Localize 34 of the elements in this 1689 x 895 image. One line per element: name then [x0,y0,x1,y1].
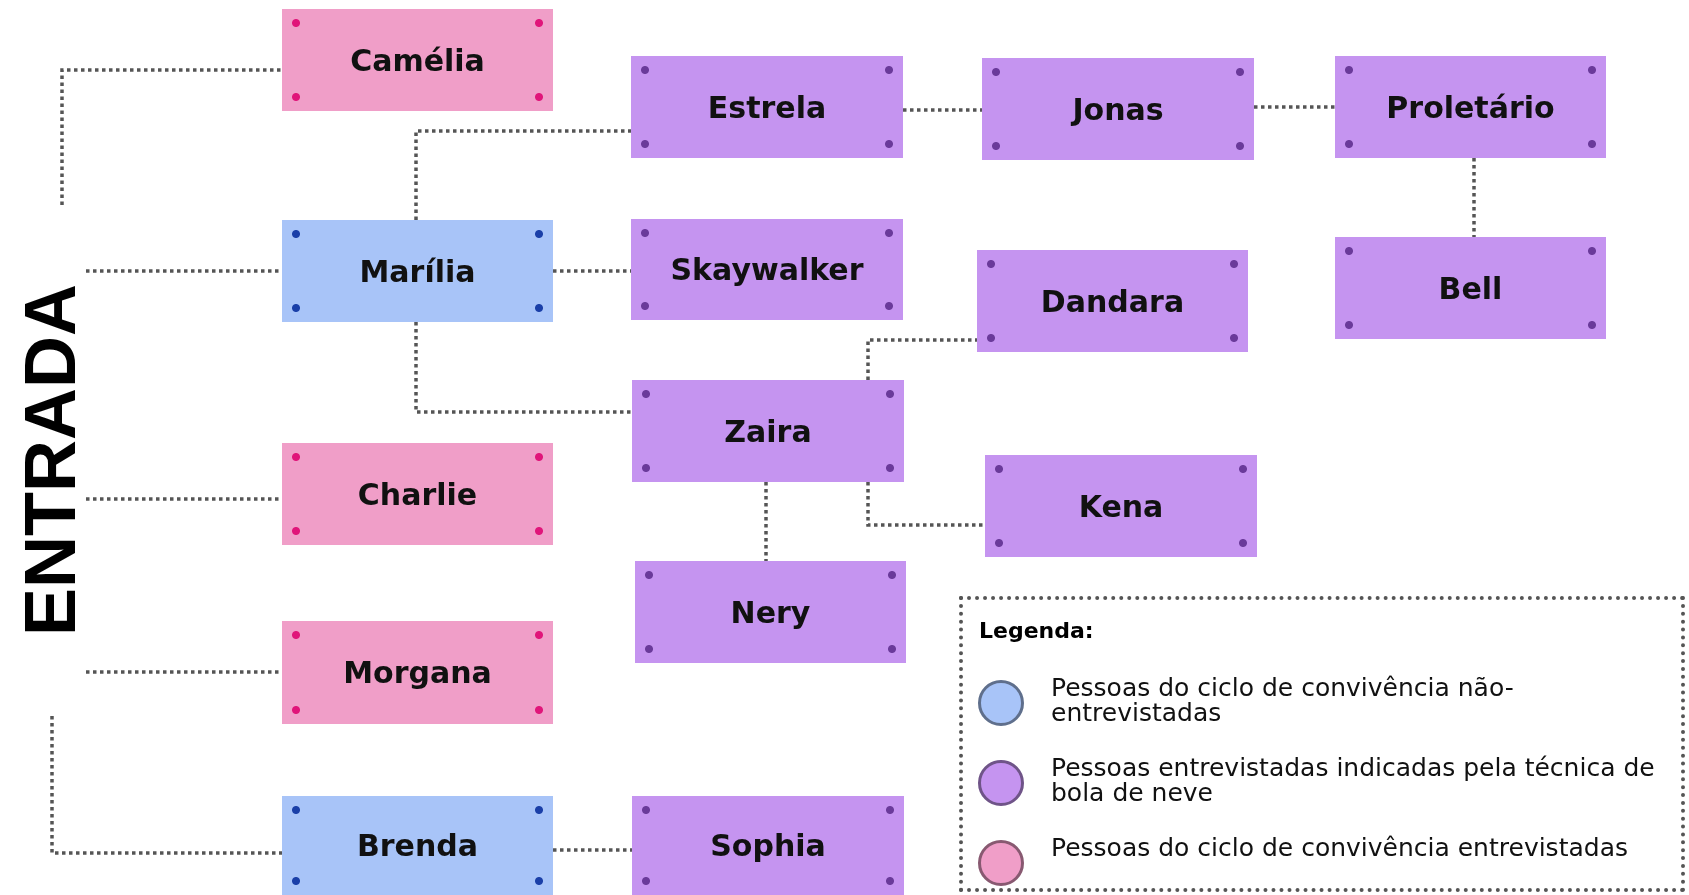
legend-title: Legenda: [979,618,1094,643]
connector-line [866,482,985,527]
person-box: Skaywalker [631,219,903,320]
person-box: Camélia [282,9,553,111]
entrada-title: ENTRADA [14,205,86,716]
connector-line [764,482,768,561]
person-box: Sophia [632,796,904,895]
person-box: Morgana [282,621,553,724]
connector-line [86,269,282,273]
person-box: Estrela [631,56,903,158]
connector-line [86,497,282,501]
person-box: Dandara [977,250,1248,352]
connector-line [1254,105,1335,109]
person-box: Kena [985,455,1257,557]
person-box: Brenda [282,796,553,895]
person-box: Marília [282,220,553,322]
person-box: Charlie [282,443,553,545]
legend-text: Pessoas do ciclo de convivência entrevistadas [1051,835,1629,860]
legend-text: Pessoas do ciclo de convivência não-entrevistadas [1051,675,1515,725]
connector-line [866,338,977,380]
connector-line [903,108,982,112]
person-box: Proletário [1335,56,1606,158]
connector-line [86,670,282,674]
connector-line [414,322,632,414]
connector-line [553,848,632,852]
person-box: Nery [635,561,906,663]
connector-line [414,129,631,220]
connector-line [1472,158,1476,237]
legend-text: Pessoas entrevistadas indicadas pela técnica de bola de neve [1051,755,1656,805]
connector-line [50,716,282,855]
person-box: Jonas [982,58,1254,160]
person-box: Bell [1335,237,1606,339]
person-box: Zaira [632,380,904,482]
connector-line [60,68,282,205]
